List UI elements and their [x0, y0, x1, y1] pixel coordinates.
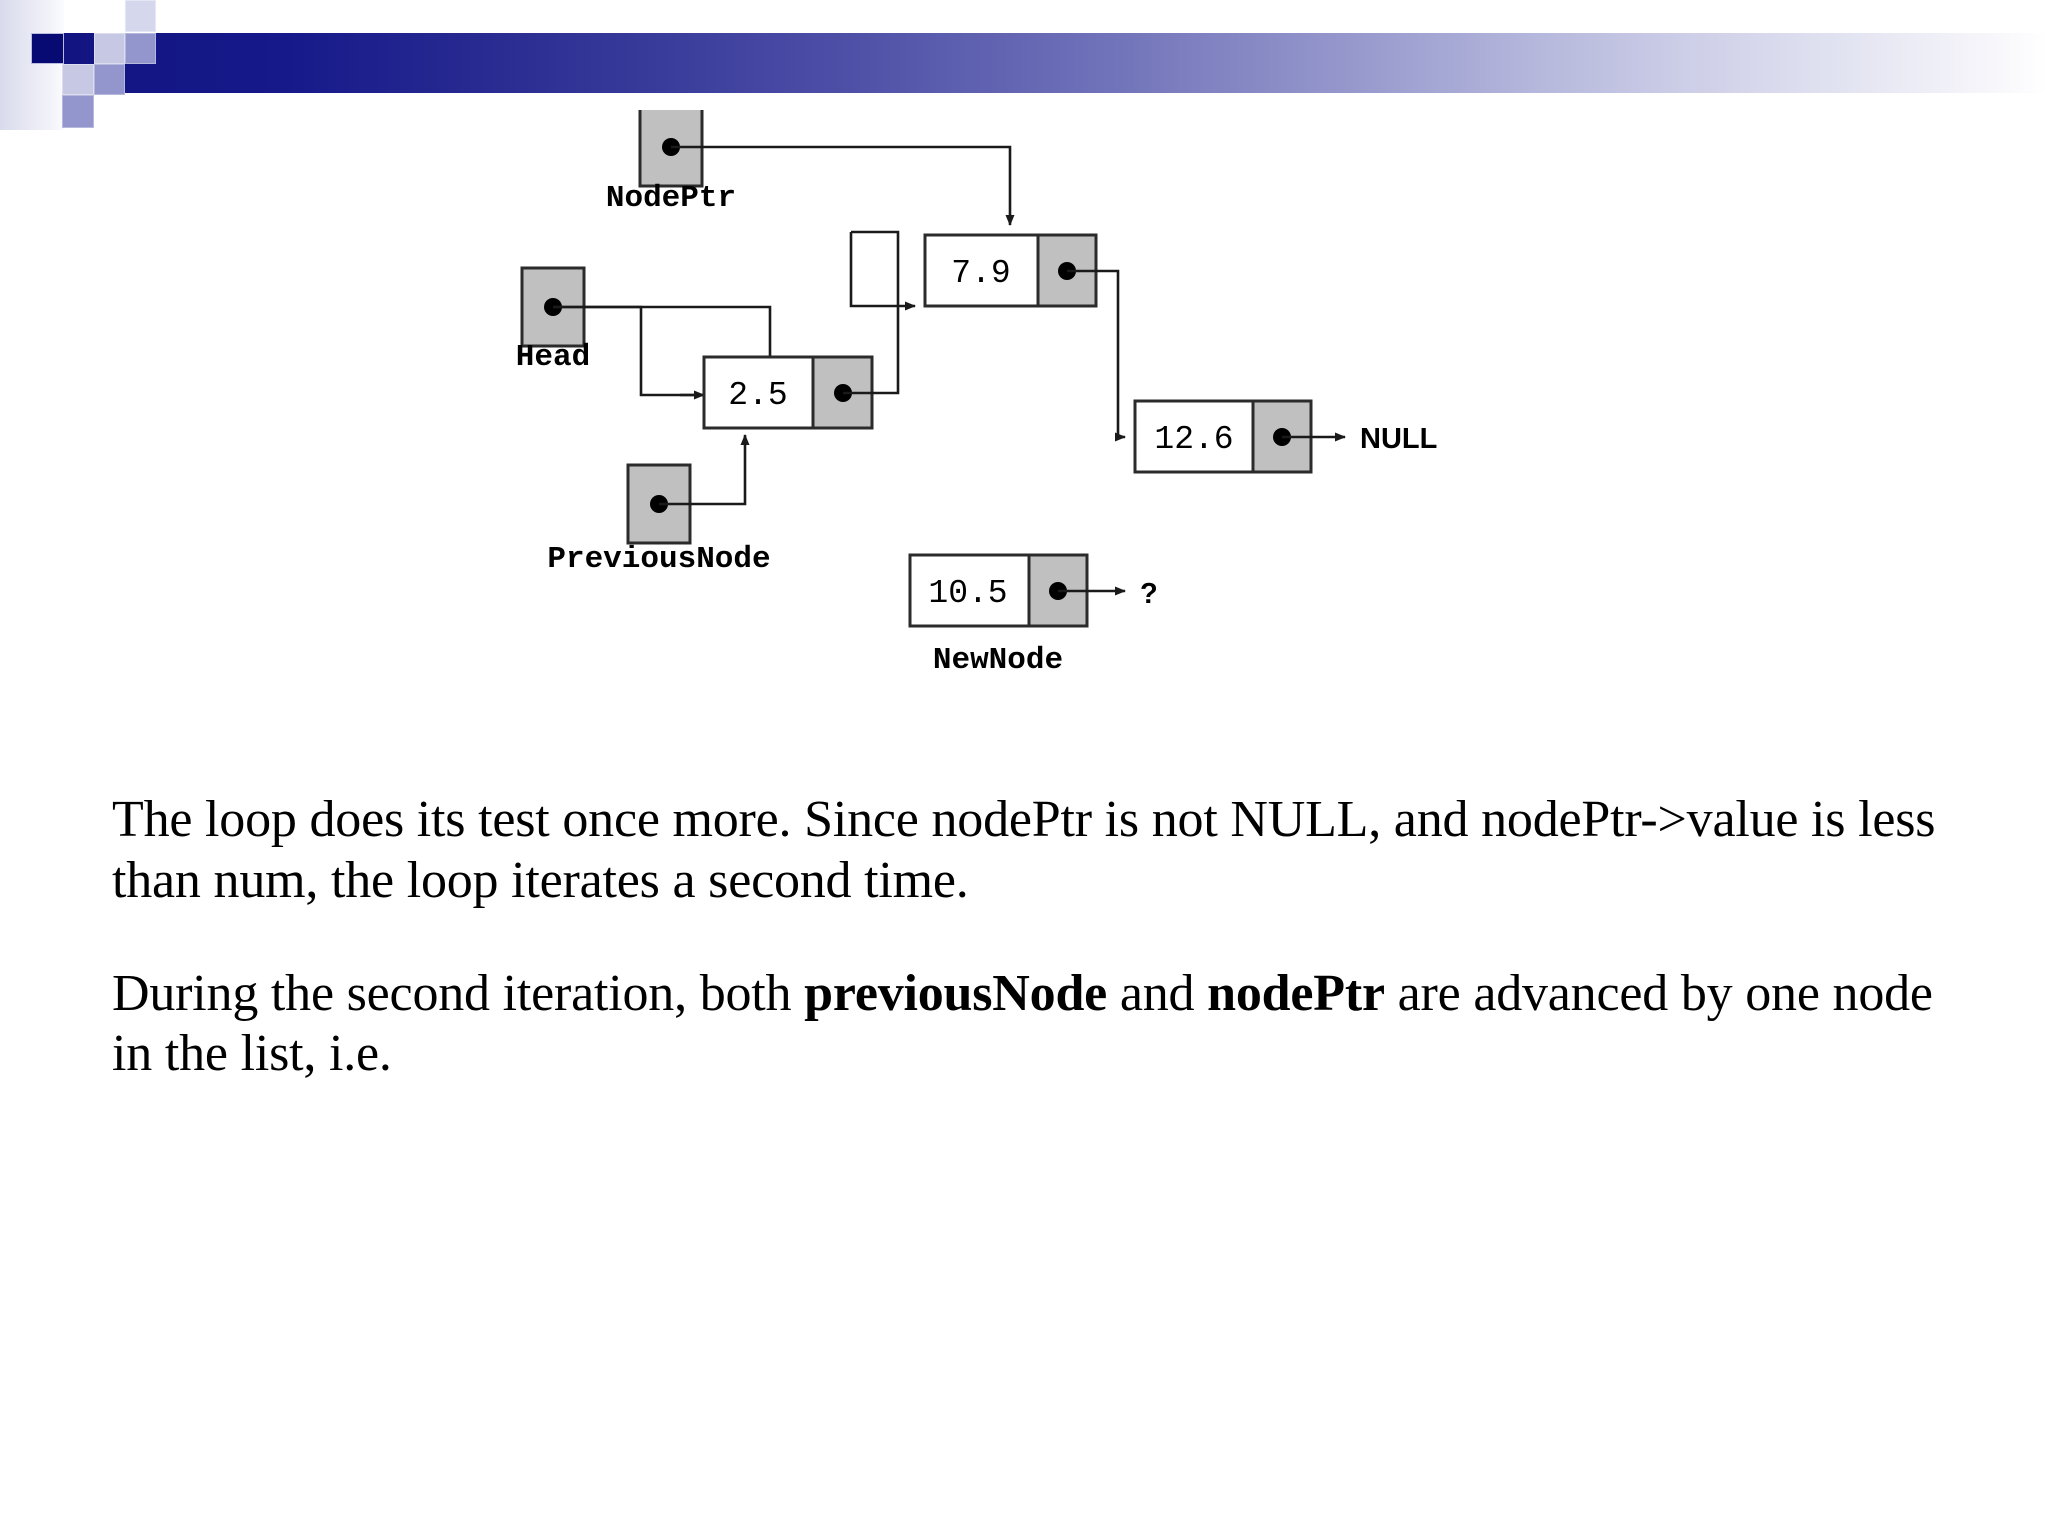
pointer-label-previousnode: PreviousNode: [547, 542, 770, 577]
node-value-10-5: 10.5: [928, 575, 1007, 612]
slide-header-decoration: [0, 0, 2048, 130]
list-node-2-5: 2.5: [702, 230, 916, 430]
paragraph-1: The loop does its test once more. Since …: [112, 791, 1936, 909]
paragraph-2-bold-nodeptr: nodePtr: [1207, 964, 1385, 1022]
list-node-7-9: 7.9: [923, 233, 1126, 442]
list-node-10-5: 10.5: [908, 553, 1126, 628]
list-node-12-6: 12.6: [1133, 399, 1346, 474]
linked-list-diagram: NodePtr Head PreviousNode 2.5: [0, 106, 2048, 690]
paragraph-2-part-1: During the second iteration, both: [112, 964, 805, 1022]
node-value-7-9: 7.9: [951, 255, 1010, 292]
header-square-a: [94, 33, 125, 64]
unknown-terminator-label: ?: [1140, 578, 1158, 610]
null-terminator-label: NULL: [1360, 423, 1437, 455]
diagram-svg: NodePtr Head PreviousNode 2.5: [516, 106, 1437, 678]
header-square-b: [125, 33, 156, 64]
head-arrow: [553, 305, 705, 400]
header-gradient-bar: [0, 33, 2048, 93]
header-square-top: [125, 0, 156, 32]
pointer-box-nodeptr: [638, 106, 1015, 226]
node-label-newnode: NewNode: [933, 643, 1063, 678]
paragraph-2-part-2: and: [1107, 964, 1208, 1022]
header-fade-band: [0, 0, 64, 130]
pointer-label-head: Head: [516, 340, 590, 375]
node-value-2-5: 2.5: [728, 377, 787, 414]
header-square-d: [94, 64, 125, 95]
paragraph-2: During the second iteration, both previo…: [112, 964, 1972, 1086]
pointer-box-previousnode: [626, 434, 750, 545]
paragraph-2-bold-previousnode: previousNode: [804, 964, 1108, 1022]
header-square-c: [62, 64, 94, 95]
pointer-label-nodeptr: NodePtr: [606, 181, 736, 216]
slide-body-text: The loop does its test once more. Since …: [112, 790, 1972, 1085]
node-value-12-6: 12.6: [1154, 421, 1233, 458]
header-square-navy: [31, 33, 64, 64]
header-square-e: [62, 95, 94, 128]
paragraph-2-part-3: are advanced by one node in the list, i.…: [112, 964, 1933, 1083]
